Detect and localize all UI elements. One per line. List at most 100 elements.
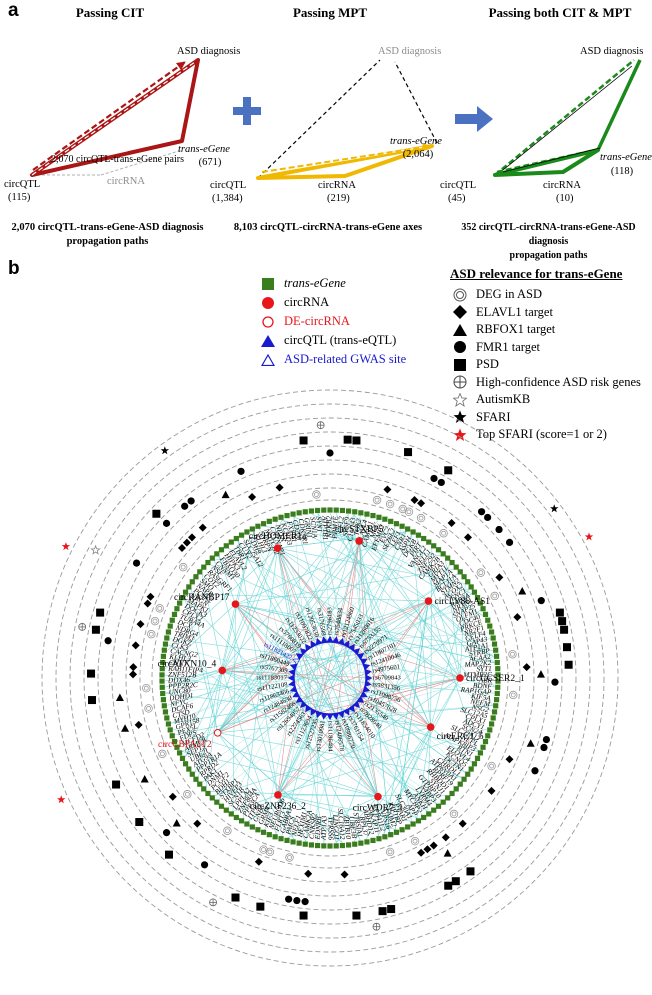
diamond-icon bbox=[187, 533, 196, 542]
snp-label: rs3176598 bbox=[315, 607, 326, 636]
circle-icon bbox=[430, 474, 438, 483]
open-star-icon bbox=[450, 392, 470, 407]
annotation-ring bbox=[97, 445, 563, 911]
circle-icon bbox=[181, 502, 189, 510]
gene-node bbox=[485, 617, 491, 623]
circle-icon bbox=[301, 898, 309, 906]
gene-node bbox=[491, 709, 498, 715]
snp-label: rs11122108 bbox=[257, 681, 289, 693]
gene-node bbox=[405, 824, 411, 830]
gene-node bbox=[421, 535, 427, 542]
circrna-gene-edge bbox=[235, 603, 466, 773]
both-qtl-label: circQTL bbox=[440, 180, 477, 191]
circrna-gene-edge bbox=[329, 512, 431, 728]
red-star-icon bbox=[450, 428, 470, 442]
qtl-gene-edge bbox=[296, 701, 437, 805]
both-qtl-asd-outline bbox=[502, 65, 633, 171]
gene-node bbox=[223, 543, 229, 549]
legend-label: circRNA bbox=[284, 295, 330, 309]
snp-node bbox=[337, 710, 345, 719]
snp-node bbox=[359, 690, 368, 698]
circrna-gene-edge bbox=[217, 732, 294, 840]
circle-icon bbox=[495, 525, 503, 534]
mpt-qtl-label: circQTL bbox=[210, 180, 247, 191]
gene-node bbox=[490, 715, 496, 721]
double-circle-icon bbox=[147, 630, 156, 639]
gene-node bbox=[209, 795, 215, 801]
mpt-caption: 8,103 circQTL-circRNA-trans-eGene axes bbox=[233, 222, 423, 233]
gene-node bbox=[164, 715, 170, 721]
qtl-circrna-edge bbox=[317, 540, 360, 718]
gene-label: GRIN1 bbox=[303, 517, 314, 538]
qtl-gene-edge bbox=[366, 696, 472, 763]
snp-label: rs11186484 bbox=[326, 721, 333, 752]
gene-node bbox=[494, 659, 500, 666]
snp-node bbox=[365, 674, 373, 682]
gene-node bbox=[260, 521, 267, 527]
gene-node bbox=[440, 551, 446, 557]
gene-label: PPP2R2C bbox=[167, 681, 198, 691]
gene-node bbox=[477, 750, 483, 756]
mpt-qtl-asd-edge bbox=[257, 59, 381, 179]
gene-node bbox=[474, 595, 481, 601]
qtl-gene-edge bbox=[227, 638, 318, 808]
circrna-node bbox=[456, 674, 464, 682]
both-caption-line-2: propagation paths bbox=[509, 250, 588, 261]
gene-label: NEFM bbox=[469, 697, 492, 708]
gene-node bbox=[193, 574, 199, 580]
circrna-node bbox=[273, 544, 282, 552]
gene-label: CHN1 bbox=[168, 659, 187, 669]
red-circle-icon bbox=[258, 296, 278, 309]
gene-node bbox=[461, 574, 467, 580]
triangle-icon bbox=[172, 819, 181, 827]
gene-node bbox=[197, 781, 203, 787]
snp-node bbox=[320, 636, 329, 644]
qtl-circrna-edge bbox=[370, 684, 431, 728]
gene-node bbox=[197, 569, 203, 575]
diamond-icon bbox=[464, 533, 473, 542]
blue-triangle-icon bbox=[258, 334, 278, 347]
qtl-gene-edge bbox=[348, 573, 459, 642]
double-circle-icon bbox=[387, 501, 393, 507]
network-edges bbox=[164, 512, 496, 844]
snp-node bbox=[295, 653, 304, 661]
circrna-gene-edge bbox=[235, 531, 407, 605]
circrna-gene-edge bbox=[235, 603, 361, 841]
circrna-gene-edge bbox=[194, 548, 278, 773]
gene-node bbox=[189, 771, 195, 777]
gene-node bbox=[302, 509, 308, 515]
snp-node bbox=[310, 640, 318, 649]
circrna-gene-edge bbox=[217, 516, 367, 733]
qtl-gene-edge bbox=[305, 544, 428, 646]
legend-label: trans-eGene bbox=[284, 276, 346, 290]
square-icon bbox=[299, 911, 308, 920]
gene-node bbox=[493, 653, 500, 659]
double-circle-icon bbox=[267, 849, 273, 855]
gene-node bbox=[278, 836, 284, 842]
qtl-gene-edge bbox=[214, 671, 371, 796]
gene-node bbox=[490, 635, 496, 641]
gene-node bbox=[186, 766, 192, 772]
circrna-gene-edge bbox=[281, 519, 360, 542]
mpt-circrna-label: circRNA bbox=[318, 180, 356, 191]
open-star-icon bbox=[90, 544, 101, 555]
double-circle-icon bbox=[387, 849, 393, 855]
legend-relevance-label: PSD bbox=[476, 357, 499, 371]
annotation-ring bbox=[55, 403, 605, 953]
gene-node bbox=[410, 821, 416, 827]
gene-node bbox=[339, 842, 346, 849]
circle-icon bbox=[477, 508, 486, 516]
qtl-gene-edge bbox=[353, 644, 492, 712]
square-icon bbox=[560, 625, 569, 634]
circrna-gene-edge bbox=[281, 519, 429, 602]
snp-node bbox=[364, 679, 372, 688]
circrna-gene-edge bbox=[235, 568, 455, 605]
blue-open-triangle-icon bbox=[258, 353, 278, 366]
gene-node bbox=[169, 617, 175, 623]
gene-node bbox=[308, 508, 315, 514]
qtl-gene-edge bbox=[270, 524, 360, 708]
cit-qtl-asd-arrow bbox=[32, 61, 186, 171]
circrna-gene-edge bbox=[221, 670, 277, 835]
square-icon bbox=[135, 818, 144, 827]
circrna-gene-edge bbox=[277, 531, 407, 796]
